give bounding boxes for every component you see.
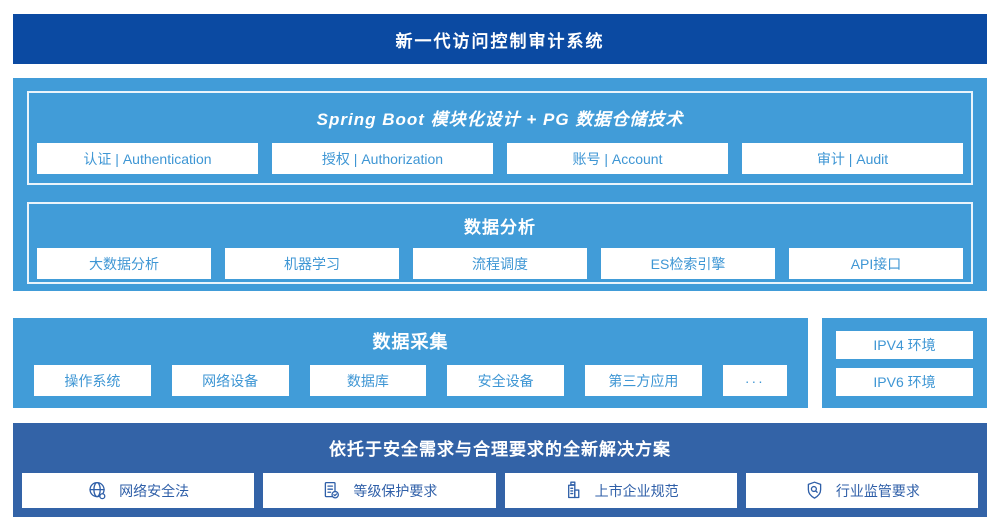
module-workflow-scheduling: 流程调度: [413, 248, 587, 279]
spring-boot-section: Spring Boot 模块化设计 + PG 数据仓储技术 认证 | Authe…: [27, 91, 973, 185]
auth-module-row: 认证 | Authentication 授权 | Authorization 账…: [29, 143, 971, 174]
solution-title: 依托于安全需求与合理要求的全新解决方案: [329, 440, 671, 459]
system-title-banner: 新一代访问控制审计系统: [13, 14, 987, 64]
module-account: 账号 | Account: [507, 143, 728, 174]
analysis-module-row: 大数据分析 机器学习 流程调度 ES检索引擎 API接口: [29, 248, 971, 279]
spring-boot-section-title: Spring Boot 模块化设计 + PG 数据仓储技术: [316, 110, 684, 129]
solution-section: 依托于安全需求与合理要求的全新解决方案 网络安全法: [13, 423, 987, 517]
module-machine-learning: 机器学习: [225, 248, 399, 279]
solution-row: 网络安全法 等级保护要求: [22, 473, 978, 508]
module-api-interface: API接口: [789, 248, 963, 279]
solution-industry-regulation: 行业监管要求: [745, 473, 978, 508]
data-analysis-section-title: 数据分析: [464, 218, 536, 237]
source-database: 数据库: [309, 365, 427, 396]
source-network-devices: 网络设备: [171, 365, 289, 396]
system-title: 新一代访问控制审计系统: [395, 31, 605, 51]
module-audit: 审计 | Audit: [742, 143, 963, 174]
solution-cybersecurity-law: 网络安全法: [22, 473, 255, 508]
solution-listed-company: 上市企业规范: [504, 473, 737, 508]
network-environment-panel: IPV4 环境 IPV6 环境: [822, 318, 987, 408]
source-third-party-apps: 第三方应用: [585, 365, 702, 396]
globe-icon: [89, 481, 106, 500]
data-analysis-section: 数据分析 大数据分析 机器学习 流程调度 ES检索引擎 API接口: [27, 202, 973, 284]
data-collection-title: 数据采集: [372, 332, 449, 352]
solution-classified-protection: 等级保护要求: [263, 473, 496, 508]
module-authorization: 授权 | Authorization: [272, 143, 493, 174]
source-security-devices: 安全设备: [447, 365, 564, 396]
data-collection-section: 数据采集 操作系统 网络设备 数据库 安全设备 第三方应用 ···: [13, 318, 808, 408]
solution-item-label: 行业监管要求: [835, 482, 920, 499]
data-source-row: 操作系统 网络设备 数据库 安全设备 第三方应用 ···: [13, 365, 808, 396]
ipv6-environment: IPV6 环境: [836, 367, 973, 396]
solution-item-label: 上市企业规范: [594, 482, 679, 499]
module-authentication: 认证 | Authentication: [37, 143, 258, 174]
source-operating-system: 操作系统: [34, 365, 151, 396]
solution-item-label: 等级保护要求: [353, 482, 438, 499]
solution-item-label: 网络安全法: [119, 482, 190, 499]
building-icon: [567, 481, 580, 499]
ipv4-environment: IPV4 环境: [836, 330, 973, 359]
document-check-icon: [325, 481, 340, 499]
shield-magnifier-icon: [807, 481, 822, 499]
module-bigdata-analysis: 大数据分析: [37, 248, 211, 279]
source-more-ellipsis: ···: [722, 365, 787, 396]
module-es-search-engine: ES检索引擎: [601, 248, 775, 279]
platform-container: Spring Boot 模块化设计 + PG 数据仓储技术 认证 | Authe…: [13, 78, 987, 291]
